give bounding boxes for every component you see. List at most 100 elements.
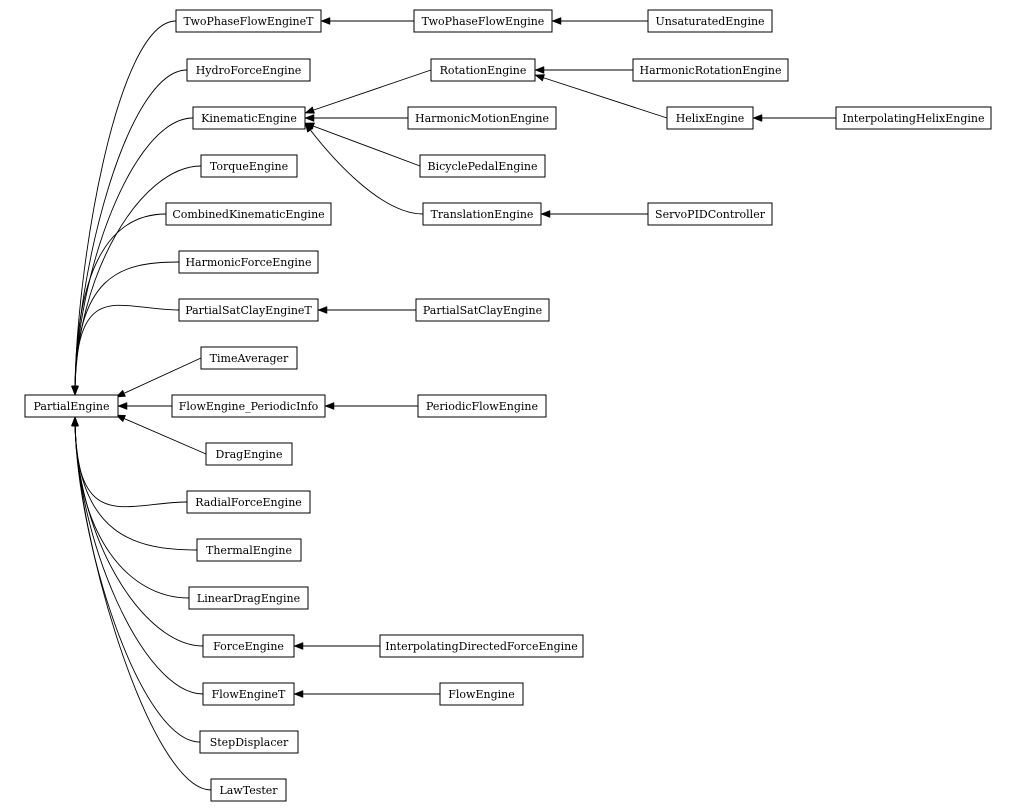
node-box: [439, 682, 524, 706]
node-helix-engine[interactable]: HelixEngine: [666, 106, 754, 130]
node-flow-engine[interactable]: FlowEngine: [439, 682, 524, 706]
edge-partial-sat-clay-engine-to-partial-sat-clay-engine-t: [317, 306, 416, 314]
edge-helix-engine-to-rotation-engine: [534, 74, 668, 119]
edge-interpolating-directed-force-engine-to-force-engine: [293, 642, 380, 650]
node-partial-engine[interactable]: PartialEngine: [24, 394, 119, 418]
node-translation-engine[interactable]: TranslationEngine: [422, 202, 542, 226]
node-step-displacer[interactable]: StepDisplacer: [199, 730, 299, 754]
node-flow-engine-periodic-info[interactable]: FlowEngine_PeriodicInfo: [171, 394, 326, 418]
node-two-phase-flow-engine-t[interactable]: TwoPhaseFlowEngineT: [175, 9, 322, 33]
edge-two-phase-flow-engine-to-two-phase-flow-engine-t: [320, 17, 414, 25]
node-harmonic-force-engine[interactable]: HarmonicForceEngine: [178, 250, 319, 274]
edge-harmonic-rotation-engine-to-rotation-engine: [534, 66, 633, 74]
edge-time-averager-to-partial-engine: [115, 357, 202, 398]
node-box: [186, 58, 311, 82]
node-label: HydroForceEngine: [196, 64, 302, 77]
node-box: [202, 634, 295, 658]
node-linear-drag-engine[interactable]: LinearDragEngine: [188, 586, 309, 610]
node-label: TranslationEngine: [431, 208, 534, 221]
node-box: [199, 730, 299, 754]
node-box: [165, 202, 332, 226]
edge-thermal-engine-to-partial-engine: [71, 416, 198, 551]
node-two-phase-flow-engine[interactable]: TwoPhaseFlowEngine: [413, 9, 553, 33]
node-box: [379, 634, 584, 658]
node-box: [666, 106, 754, 130]
node-box: [24, 394, 119, 418]
node-label: BicyclePedalEngine: [428, 160, 538, 173]
node-flow-engine-t[interactable]: FlowEngineT: [202, 682, 295, 706]
node-label: FlowEngine: [448, 688, 514, 701]
node-thermal-engine[interactable]: ThermalEngine: [196, 538, 302, 562]
node-rotation-engine[interactable]: RotationEngine: [430, 58, 536, 82]
edge-drag-engine-to-partial-engine: [115, 414, 207, 455]
node-law-tester[interactable]: LawTester: [210, 778, 287, 802]
node-torque-engine[interactable]: TorqueEngine: [200, 154, 298, 178]
node-combined-kinematic-engine[interactable]: CombinedKinematicEngine: [165, 202, 332, 226]
node-label: PartialSatClayEngineT: [185, 304, 312, 317]
edge-two-phase-flow-engine-t-to-partial-engine: [71, 20, 177, 396]
node-label: InterpolatingDirectedForceEngine: [385, 640, 578, 653]
node-partial-sat-clay-engine[interactable]: PartialSatClayEngine: [415, 298, 550, 322]
edge-translation-engine-to-kinematic-engine: [304, 122, 424, 215]
node-label: ForceEngine: [213, 640, 284, 653]
edge-flow-engine-t-to-partial-engine: [71, 416, 204, 695]
node-box: [407, 106, 557, 130]
node-box: [200, 154, 298, 178]
node-box: [202, 682, 295, 706]
edge-combined-kinematic-engine-to-partial-engine: [71, 213, 167, 396]
edge-force-engine-to-partial-engine: [71, 416, 204, 647]
node-label: RadialForceEngine: [195, 496, 302, 509]
edge-servo-pid-controller-to-translation-engine: [540, 210, 648, 218]
node-box: [196, 538, 302, 562]
node-unsaturated-engine[interactable]: UnsaturatedEngine: [647, 9, 773, 33]
node-label: TorqueEngine: [210, 160, 288, 173]
edge-periodic-flow-engine-to-flow-engine-periodic-info: [324, 402, 418, 410]
edge-law-tester-to-partial-engine: [71, 416, 212, 791]
node-bicycle-pedal-engine[interactable]: BicyclePedalEngine: [419, 154, 546, 178]
node-label: ServoPIDController: [655, 208, 766, 221]
node-hydro-force-engine[interactable]: HydroForceEngine: [186, 58, 311, 82]
node-label: FlowEngine_PeriodicInfo: [179, 400, 319, 413]
node-periodic-flow-engine[interactable]: PeriodicFlowEngine: [417, 394, 547, 418]
node-box: [430, 58, 536, 82]
node-harmonic-motion-engine[interactable]: HarmonicMotionEngine: [407, 106, 557, 130]
node-box: [188, 586, 309, 610]
node-interpolating-directed-force-engine[interactable]: InterpolatingDirectedForceEngine: [379, 634, 584, 658]
node-time-averager[interactable]: TimeAverager: [200, 346, 298, 370]
node-servo-pid-controller[interactable]: ServoPIDController: [647, 202, 773, 226]
node-label: TwoPhaseFlowEngineT: [184, 15, 315, 28]
node-box: [413, 9, 553, 33]
node-box: [178, 250, 319, 274]
node-label: HelixEngine: [676, 112, 745, 125]
node-kinematic-engine[interactable]: KinematicEngine: [192, 106, 306, 130]
node-box: [419, 154, 546, 178]
node-box: [835, 106, 992, 130]
node-box: [422, 202, 542, 226]
node-force-engine[interactable]: ForceEngine: [202, 634, 295, 658]
node-label: PeriodicFlowEngine: [426, 400, 538, 413]
node-label: DragEngine: [216, 448, 283, 461]
node-harmonic-rotation-engine[interactable]: HarmonicRotationEngine: [632, 58, 789, 82]
edge-unsaturated-engine-to-two-phase-flow-engine: [551, 17, 648, 25]
edge-flow-engine-periodic-info-to-partial-engine: [117, 402, 172, 410]
node-box: [205, 442, 293, 466]
node-label: ThermalEngine: [206, 544, 292, 557]
node-label: HarmonicForceEngine: [185, 256, 311, 269]
node-label: RotationEngine: [440, 64, 527, 77]
edge-hydro-force-engine-to-partial-engine: [71, 69, 188, 396]
node-interpolating-helix-engine[interactable]: InterpolatingHelixEngine: [835, 106, 992, 130]
node-drag-engine[interactable]: DragEngine: [205, 442, 293, 466]
node-box: [171, 394, 326, 418]
node-box: [192, 106, 306, 130]
edge-torque-engine-to-partial-engine: [71, 165, 202, 396]
node-box: [417, 394, 547, 418]
edge-interpolating-helix-engine-to-helix-engine: [752, 114, 836, 122]
node-label: TwoPhaseFlowEngine: [422, 15, 545, 28]
node-box: [647, 9, 773, 33]
node-label: CombinedKinematicEngine: [172, 208, 324, 221]
node-label: PartialEngine: [33, 400, 109, 413]
node-box: [632, 58, 789, 82]
node-partial-sat-clay-engine-t[interactable]: PartialSatClayEngineT: [178, 298, 319, 322]
node-radial-force-engine[interactable]: RadialForceEngine: [186, 490, 311, 514]
